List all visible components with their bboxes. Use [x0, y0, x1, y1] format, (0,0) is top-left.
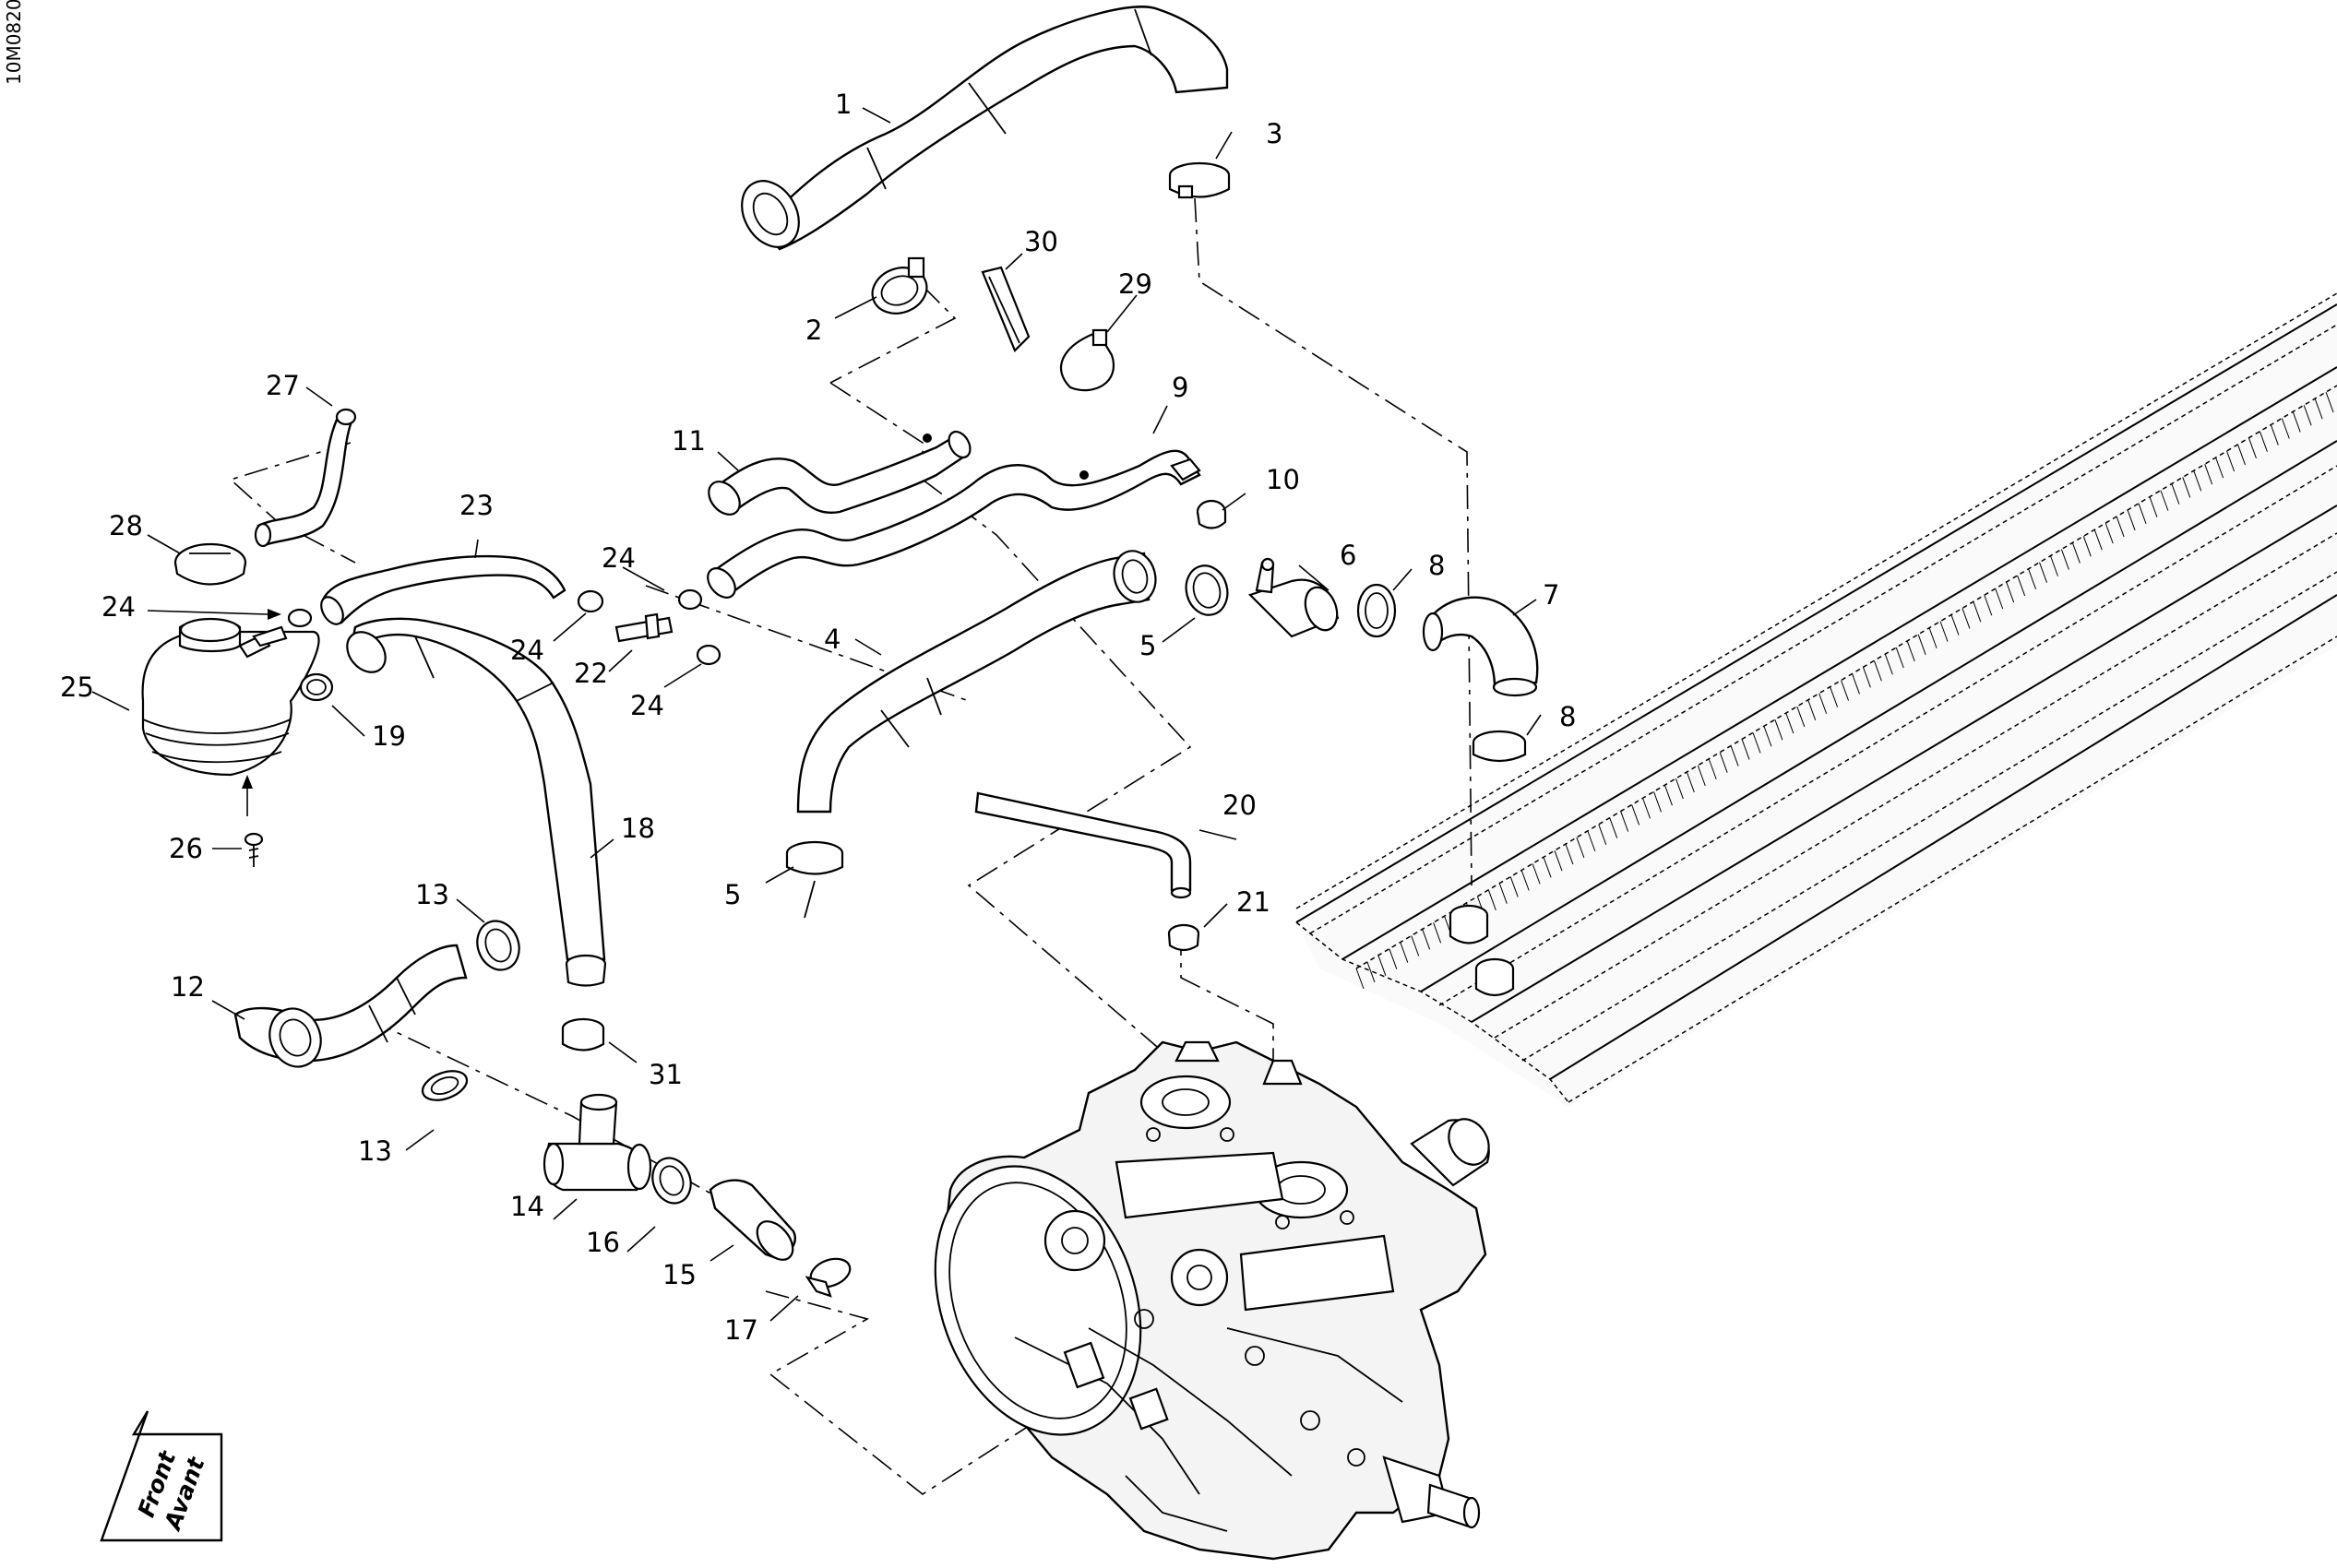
- callout-28: 28: [109, 510, 143, 541]
- hose-clamp-19: [299, 672, 334, 702]
- callout-20: 20: [1222, 790, 1257, 821]
- callout-1: 1: [835, 89, 852, 120]
- callout-22: 22: [574, 658, 608, 689]
- callout-24-c: 24: [510, 635, 544, 666]
- callout-19: 19: [372, 720, 406, 752]
- callout-26: 26: [169, 833, 203, 864]
- callout-labels: 1 2 3 4 5 5 6 7 8 8 9 10 11 12 13 13 14 …: [60, 89, 1576, 1346]
- callout-5-lower: 5: [724, 879, 741, 910]
- hose-23: [320, 554, 566, 625]
- hose-clamp-3: [1168, 161, 1231, 199]
- hose-4: [796, 550, 1157, 814]
- callout-23: 23: [459, 490, 494, 521]
- callout-17: 17: [724, 1314, 758, 1346]
- hose-18: [346, 617, 607, 987]
- callout-8-upper: 8: [1428, 550, 1445, 581]
- callout-24-d: 24: [630, 690, 664, 721]
- callout-13-lower: 13: [358, 1135, 392, 1167]
- callout-15: 15: [662, 1259, 697, 1290]
- callout-18: 18: [621, 813, 655, 844]
- engine-assembly: [934, 1040, 1490, 1561]
- heat-exchanger-radiator: [1295, 292, 2337, 1107]
- hose-11: [708, 430, 972, 516]
- clip-point-30: [923, 434, 932, 443]
- hose-clamp-29: [1060, 328, 1115, 392]
- callout-5-upper: 5: [1139, 630, 1156, 661]
- callout-13-upper: 13: [415, 879, 449, 910]
- hose-clamp-16: [651, 1157, 692, 1205]
- callout-29: 29: [1118, 268, 1152, 300]
- reservoir-cap-28: [173, 542, 247, 586]
- callout-6: 6: [1340, 540, 1356, 571]
- callout-10: 10: [1266, 464, 1300, 495]
- callout-4: 4: [824, 624, 841, 655]
- hose-clamp-21: [1167, 923, 1200, 952]
- callout-25: 25: [60, 671, 94, 703]
- hose-15: [709, 1179, 797, 1261]
- hose-20: [974, 791, 1192, 899]
- hose-clamp-17: [805, 1257, 852, 1298]
- callout-2: 2: [805, 315, 822, 346]
- hose-clamp-13-lower: [421, 1070, 469, 1101]
- tee-fitting-14: [543, 1093, 652, 1192]
- callout-8-lower: 8: [1559, 701, 1576, 732]
- hose-clamp-10: [1196, 499, 1227, 529]
- callout-24-a: 24: [602, 542, 636, 574]
- elbow-hose-7: [1422, 596, 1539, 697]
- fitting-22: [614, 612, 674, 643]
- drawing-code: 10M0820: [3, 0, 25, 85]
- hose-1: [741, 6, 1229, 251]
- callout-7: 7: [1543, 579, 1559, 611]
- hose-clamp-31: [561, 1017, 605, 1051]
- callout-14: 14: [510, 1191, 544, 1222]
- arrow-head-26: [242, 775, 253, 789]
- clip-point-29: [1079, 470, 1089, 480]
- screw-26: [244, 832, 264, 867]
- hose-clamp-8-upper: [1356, 583, 1397, 638]
- callout-21: 21: [1236, 886, 1270, 918]
- callout-27: 27: [266, 370, 300, 401]
- hose-12: [233, 944, 468, 1068]
- coolant-reservoir-25: [141, 617, 320, 777]
- callout-16: 16: [586, 1227, 620, 1258]
- callout-9: 9: [1172, 372, 1188, 403]
- overflow-tube-27: [254, 408, 357, 548]
- hose-clamp-8-lower: [1472, 730, 1527, 763]
- callout-24-b: 24: [101, 591, 136, 623]
- front-direction-arrow: Front Avant: [100, 1410, 223, 1542]
- radiator-fins: [1355, 386, 2337, 990]
- callout-11: 11: [672, 425, 706, 457]
- elbow-fitting-6: [1247, 557, 1340, 638]
- hose-clamp-13-upper: [476, 920, 520, 971]
- callout-3: 3: [1266, 118, 1282, 149]
- hose-clamp-5-upper: [1185, 564, 1229, 616]
- fittings-24: [252, 588, 721, 666]
- hose-clamp-5-lower: [785, 840, 844, 919]
- hose-clamp-2: [871, 256, 928, 315]
- callout-30: 30: [1024, 226, 1058, 257]
- hose-9: [707, 449, 1201, 599]
- leader-lines: [91, 107, 1542, 1322]
- hose-clip-30: [981, 266, 1031, 352]
- callout-31: 31: [649, 1059, 683, 1090]
- callout-12: 12: [171, 971, 205, 1003]
